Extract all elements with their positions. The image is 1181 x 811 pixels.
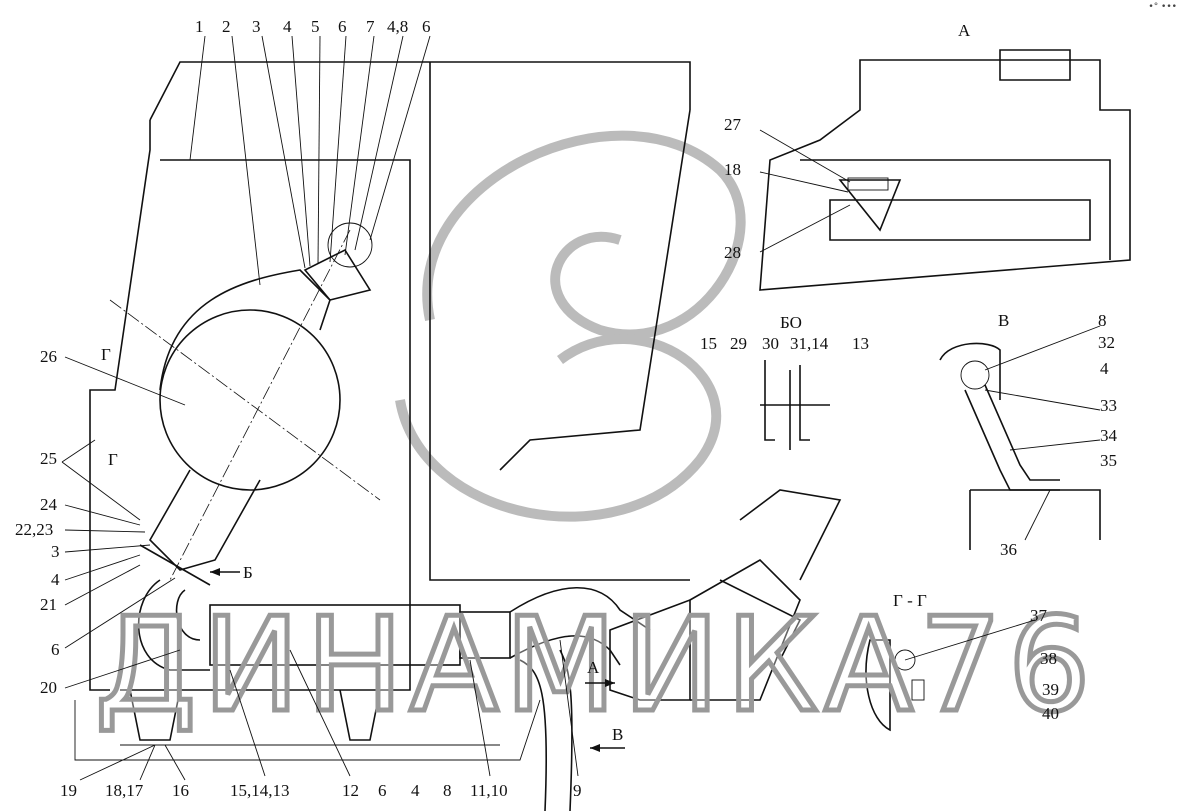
label-6-bottom: 6 (378, 781, 387, 800)
label-3-left: 3 (51, 542, 60, 561)
label-12: 12 (342, 781, 359, 800)
label-24: 24 (40, 495, 58, 514)
label-20: 20 (40, 678, 57, 697)
view-b-drawing (760, 360, 830, 450)
label-8-bottom: 8 (443, 781, 452, 800)
label-2: 2 (222, 17, 231, 36)
label-37: 37 (1030, 606, 1048, 625)
label-18: 18 (724, 160, 741, 179)
label-29: 29 (730, 334, 747, 353)
label-26: 26 (40, 347, 57, 366)
label-31-14: 31,14 (790, 334, 829, 353)
air-filter (109, 222, 381, 586)
label-39: 39 (1042, 680, 1059, 699)
section-marks: Г Г Б А В (101, 345, 623, 744)
bottom-labels: 19 18,17 16 15,14,13 12 6 4 8 11,10 9 (60, 781, 582, 800)
watermark-logo (395, 130, 746, 522)
label-27: 27 (724, 115, 742, 134)
label-30: 30 (762, 334, 779, 353)
section-g-labels: Г - Г 37 38 39 40 (893, 591, 1059, 723)
view-a-title: А (958, 21, 971, 40)
section-g-title: Г - Г (893, 591, 927, 610)
label-22-23: 22,23 (15, 520, 53, 539)
label-5: 5 (311, 17, 320, 36)
section-g-drawing (865, 639, 925, 732)
label-18-17: 18,17 (105, 781, 144, 800)
view-mark-v: В (612, 725, 623, 744)
view-arrows (210, 568, 625, 752)
watermark-text: ДИНАМИКА76 (95, 589, 1097, 741)
label-34: 34 (1100, 426, 1118, 445)
label-15-14-13: 15,14,13 (230, 781, 290, 800)
view-mark-a: А (587, 658, 600, 677)
view-a-drawing (759, 49, 1131, 291)
label-8: 8 (1098, 311, 1107, 330)
view-v-labels: В 8 32 4 33 34 35 36 (998, 311, 1118, 559)
view-mark-b: Б (243, 563, 253, 582)
label-4: 4 (283, 17, 292, 36)
label-38: 38 (1040, 649, 1057, 668)
section-mark-g-bottom: Г (108, 450, 118, 469)
pipe-assembly (129, 489, 842, 811)
label-13: 13 (852, 334, 869, 353)
label-4-bottom: 4 (411, 781, 420, 800)
label-36: 36 (1000, 540, 1017, 559)
label-1: 1 (195, 17, 204, 36)
label-32: 32 (1098, 333, 1115, 352)
label-9: 9 (573, 781, 582, 800)
label-40: 40 (1042, 704, 1059, 723)
label-35: 35 (1100, 451, 1117, 470)
view-b-title: БО (780, 313, 802, 332)
leader-lines (61, 35, 1101, 781)
top-labels: 1 2 3 4 5 6 7 4,8 6 (195, 17, 431, 36)
label-19: 19 (60, 781, 77, 800)
left-labels: 26 25 24 22,23 3 4 21 6 20 (15, 347, 60, 697)
label-3: 3 (252, 17, 261, 36)
label-4-left: 4 (51, 570, 60, 589)
label-6b: 6 (422, 17, 431, 36)
label-15: 15 (700, 334, 717, 353)
label-16: 16 (172, 781, 189, 800)
section-mark-g-top: Г (101, 345, 111, 364)
corner-mark: •° ••• (1148, 2, 1177, 12)
view-b-labels: БО 15 29 30 31,14 13 (700, 313, 869, 353)
label-6: 6 (338, 17, 347, 36)
label-6-left: 6 (51, 640, 60, 659)
label-4-8: 4,8 (387, 17, 408, 36)
label-33: 33 (1100, 396, 1117, 415)
view-a-labels: А 27 18 28 (724, 21, 971, 262)
view-v-drawing (939, 342, 1101, 550)
view-v-title: В (998, 311, 1009, 330)
label-25: 25 (40, 449, 57, 468)
label-21: 21 (40, 595, 57, 614)
label-28: 28 (724, 243, 741, 262)
label-4-v: 4 (1100, 359, 1109, 378)
label-7: 7 (366, 17, 375, 36)
label-11-10: 11,10 (470, 781, 508, 800)
